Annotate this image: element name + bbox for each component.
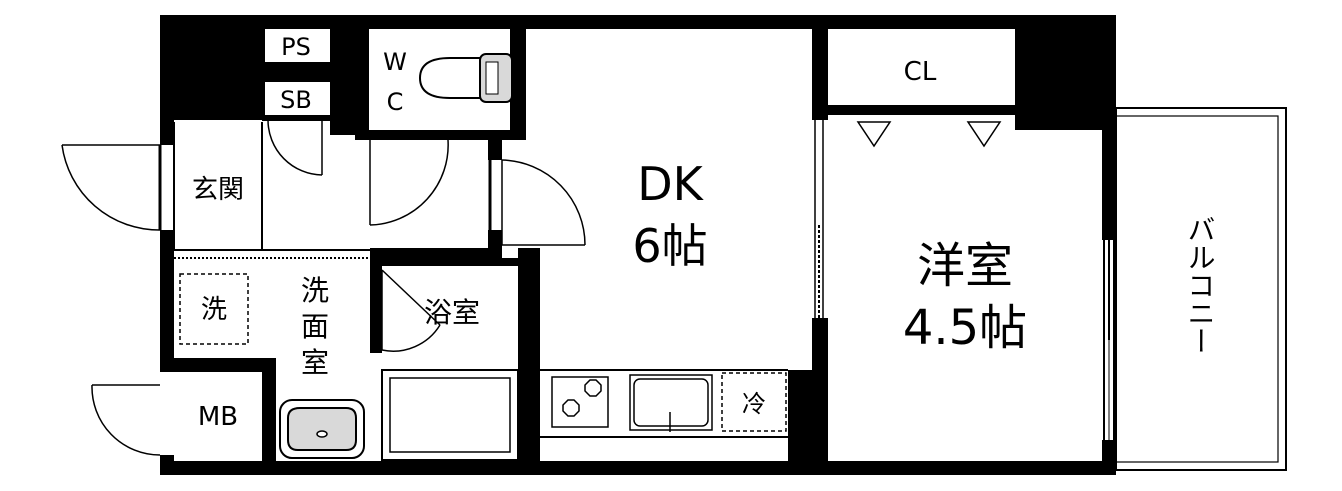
- kitchen-sink-icon: [629, 374, 713, 432]
- walls: [160, 15, 1116, 475]
- washroom-char-2: 面: [301, 310, 329, 343]
- cl-label: CL: [904, 57, 937, 87]
- labels: PS SB W C 玄関 DK 6帖 CL 洋室 4.5帖 バルコニー 洗 洗 …: [192, 33, 1217, 432]
- closet-markers: [856, 121, 1002, 148]
- doors: [61, 119, 586, 456]
- western-label-1: 洋室: [917, 238, 1013, 294]
- dk-label-2: 6帖: [632, 219, 707, 273]
- western-label-2: 4.5帖: [903, 300, 1027, 356]
- toilet-icon: [418, 53, 513, 103]
- sb-label: SB: [280, 86, 312, 114]
- balcony-label: バルコニー: [1184, 215, 1217, 355]
- wc-label-2: C: [387, 88, 404, 116]
- dk-label-1: DK: [637, 157, 704, 211]
- fridge-label: 冷: [742, 390, 766, 418]
- washroom-char-1: 洗: [301, 274, 329, 307]
- bathtub-icon: [381, 369, 519, 461]
- entrance-label: 玄関: [192, 175, 244, 205]
- ps-label: PS: [281, 33, 311, 61]
- wc-label-1: W: [383, 48, 407, 76]
- washer-label: 洗: [201, 295, 227, 325]
- bath-label: 浴室: [424, 296, 480, 329]
- thin-lines: [173, 120, 824, 438]
- stove-icon: [551, 376, 609, 428]
- washer-box: [179, 273, 249, 345]
- balcony: [1103, 107, 1287, 471]
- mb-label: MB: [198, 402, 238, 432]
- fridge-box: [721, 372, 787, 432]
- washbasin-icon: [279, 399, 365, 459]
- washroom-char-3: 室: [301, 346, 329, 379]
